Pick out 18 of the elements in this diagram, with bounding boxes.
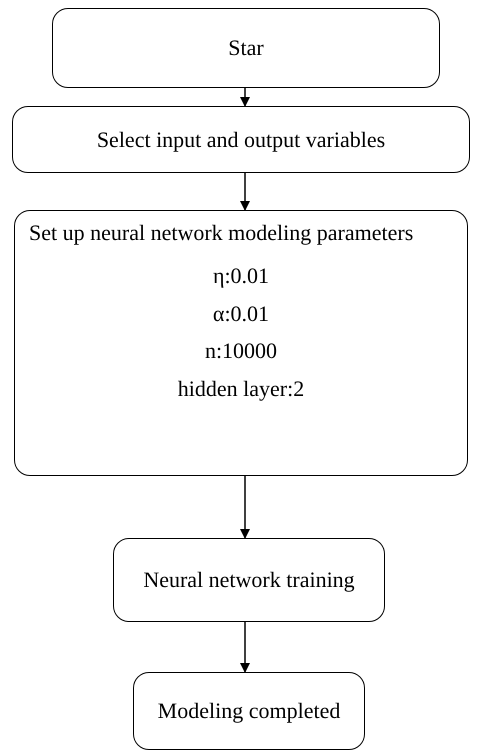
- step-label: Star: [228, 34, 264, 62]
- step-label: Modeling completed: [158, 697, 340, 726]
- arrow: [240, 622, 250, 673]
- process-box: [12, 106, 470, 173]
- parameter-text: hidden layer:2: [178, 374, 304, 403]
- arrow: [240, 88, 250, 107]
- step-label: Neural network training: [143, 566, 355, 594]
- process-box: [113, 538, 385, 622]
- step-label: Select input and output variables: [96, 126, 386, 154]
- process-box: [14, 210, 468, 476]
- process-box: [133, 672, 365, 750]
- process-box: [52, 8, 440, 88]
- arrow: [240, 173, 250, 211]
- parameter-text: n:10000: [204, 337, 278, 366]
- step-label: Set up neural network modeling parameters: [28, 219, 414, 247]
- arrow: [240, 476, 250, 539]
- parameter-text: α:0.01: [212, 300, 270, 328]
- parameter-text: η:0.01: [212, 262, 270, 290]
